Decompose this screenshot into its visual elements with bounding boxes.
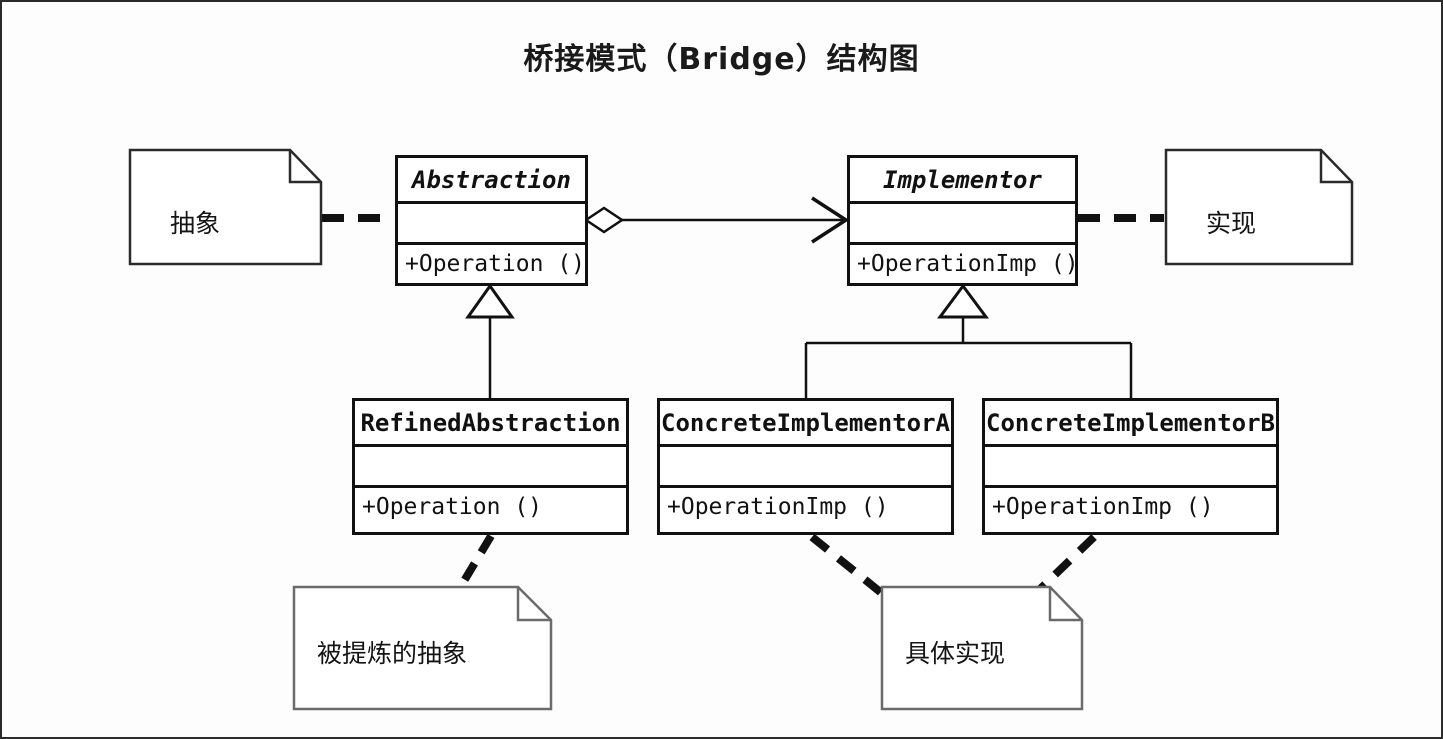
note-text-implementation: 实现 (1206, 209, 1257, 238)
note-shape (292, 585, 553, 711)
class-attributes-abstraction (398, 204, 585, 245)
class-operations-abstraction: +Operation () (405, 251, 585, 277)
class-operations-concrete-implementor-a: +OperationImp () (667, 494, 889, 520)
class-box-implementor[interactable]: Implementor +OperationImp () (847, 155, 1078, 286)
class-operations-concrete-implementor-b: +OperationImp () (992, 494, 1214, 520)
generalization-triangle (465, 283, 515, 319)
relation-generalization-refined (465, 283, 515, 398)
note-shape (128, 148, 323, 266)
class-box-concrete-implementor-a[interactable]: ConcreteImplementorA +OperationImp () (657, 398, 954, 535)
note-box-concrete-implementation[interactable]: 具体实现 (880, 585, 1085, 711)
note-text-concrete-implementation: 具体实现 (905, 639, 1006, 668)
class-operations-refined-abstraction: +Operation () (362, 494, 543, 520)
relation-aggregation (583, 196, 850, 244)
relation-generalization-concretes (804, 283, 1133, 398)
note-shape (1164, 148, 1354, 266)
class-attributes-concrete-implementor-a (660, 447, 951, 488)
anchor-concrete-note-b (1033, 534, 1097, 596)
note-box-implementation[interactable]: 实现 (1164, 148, 1354, 266)
note-folded-corner (1319, 150, 1352, 184)
class-attributes-implementor (850, 204, 1075, 245)
anchor-concrete-note-a (809, 533, 887, 599)
aggregation-diamond (583, 206, 625, 234)
class-box-concrete-implementor-b[interactable]: ConcreteImplementorB +OperationImp () (982, 398, 1279, 535)
note-shape (880, 585, 1084, 711)
class-name-concrete-implementor-b: ConcreteImplementorB (985, 401, 1276, 447)
page-title: 桥接模式（Bridge）结构图 (523, 42, 920, 77)
note-text-refined-abstraction: 被提炼的抽象 (317, 639, 468, 668)
class-operations-implementor: +OperationImp () (857, 251, 1075, 277)
class-box-refined-abstraction[interactable]: RefinedAbstraction +Operation () (352, 398, 629, 535)
class-attributes-concrete-implementor-b (985, 447, 1276, 488)
class-attributes-refined-abstraction (355, 447, 626, 488)
note-folded-corner (516, 587, 551, 622)
note-folded-corner (288, 150, 321, 184)
anchor-refined-note (451, 533, 495, 599)
class-name-concrete-implementor-a: ConcreteImplementorA (660, 401, 951, 447)
note-anchor-lines (322, 214, 1164, 599)
class-box-abstraction[interactable]: Abstraction +Operation () (395, 155, 588, 286)
note-folded-corner (1048, 587, 1082, 622)
class-name-abstraction: Abstraction (398, 158, 585, 204)
class-name-refined-abstraction: RefinedAbstraction (355, 401, 626, 447)
generalization-triangle (937, 283, 989, 319)
note-box-abstraction[interactable]: 抽象 (128, 148, 323, 266)
open-arrow-head (811, 196, 850, 244)
class-name-implementor: Implementor (850, 158, 1075, 204)
note-text-abstraction: 抽象 (170, 209, 221, 238)
note-box-refined-abstraction[interactable]: 被提炼的抽象 (292, 585, 554, 711)
